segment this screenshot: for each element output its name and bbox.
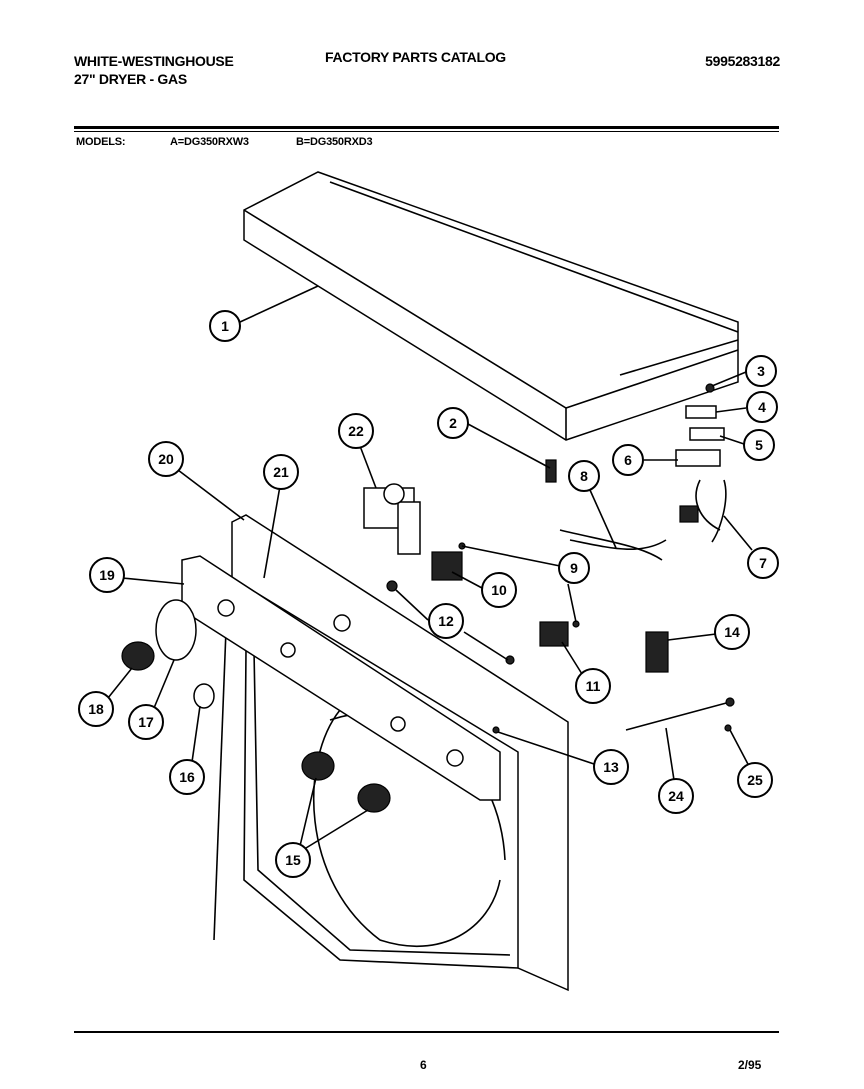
svg-text:14: 14 [724,624,740,640]
callout-25: 25 [737,762,773,798]
header-rule-thin [74,131,779,132]
callout-20: 20 [148,441,184,477]
svg-text:22: 22 [348,423,364,439]
svg-text:11: 11 [586,678,601,694]
svg-text:20: 20 [158,451,174,467]
catalog-title: FACTORY PARTS CATALOG [325,49,506,65]
svg-text:5: 5 [755,437,763,453]
svg-text:25: 25 [747,772,763,788]
top-panel [243,171,739,441]
callout-17: 17 [128,704,164,740]
callout-2: 2 [437,407,469,439]
callout-22: 22 [338,413,374,449]
svg-text:1: 1 [221,318,229,334]
callout-9: 9 [558,552,590,584]
callout-6: 6 [612,444,644,476]
svg-text:4: 4 [758,399,766,415]
callout-10: 10 [481,572,517,608]
catalog-part-number: 5995283182 [705,53,780,69]
svg-text:19: 19 [99,567,115,583]
callout-18: 18 [78,691,114,727]
control-panel-bar [181,555,501,801]
footer-rule [74,1031,779,1033]
svg-text:10: 10 [491,582,507,598]
brand-name: WHITE-WESTINGHOUSE [74,53,234,69]
callout-19: 19 [89,557,125,593]
svg-text:16: 16 [179,769,195,785]
callout-15: 15 [275,842,311,878]
callout-13: 13 [593,749,629,785]
callout-8: 8 [568,460,600,492]
product-description: 27" DRYER - GAS [74,71,187,87]
svg-text:24: 24 [668,788,684,804]
callout-1: 1 [209,310,241,342]
callout-5: 5 [743,429,775,461]
svg-text:9: 9 [570,560,578,576]
model-a: A=DG350RXW3 [170,136,249,148]
model-b: B=DG350RXD3 [296,136,373,148]
svg-text:8: 8 [580,468,588,484]
leader-lines [107,285,753,849]
callout-14: 14 [714,614,750,650]
callout-24: 24 [658,778,694,814]
svg-text:21: 21 [273,464,289,480]
callout-11: 11 [575,668,611,704]
callout-21: 21 [263,454,299,490]
svg-text:12: 12 [438,613,454,629]
callout-16: 16 [169,759,205,795]
svg-text:7: 7 [759,555,767,571]
page-number: 6 [420,1058,427,1072]
svg-text:18: 18 [88,701,104,717]
svg-text:6: 6 [624,452,632,468]
svg-text:3: 3 [757,363,765,379]
callout-4: 4 [746,391,778,423]
callout-7: 7 [747,547,779,579]
svg-text:13: 13 [603,759,619,775]
svg-text:15: 15 [285,852,301,868]
svg-text:2: 2 [449,415,457,431]
callout-12: 12 [428,603,464,639]
revision-date: 2/95 [738,1058,762,1072]
small-parts [121,383,735,813]
callout-3: 3 [745,355,777,387]
header-rule [74,126,779,129]
models-label: MODELS: [76,136,126,148]
svg-text:17: 17 [138,714,154,730]
